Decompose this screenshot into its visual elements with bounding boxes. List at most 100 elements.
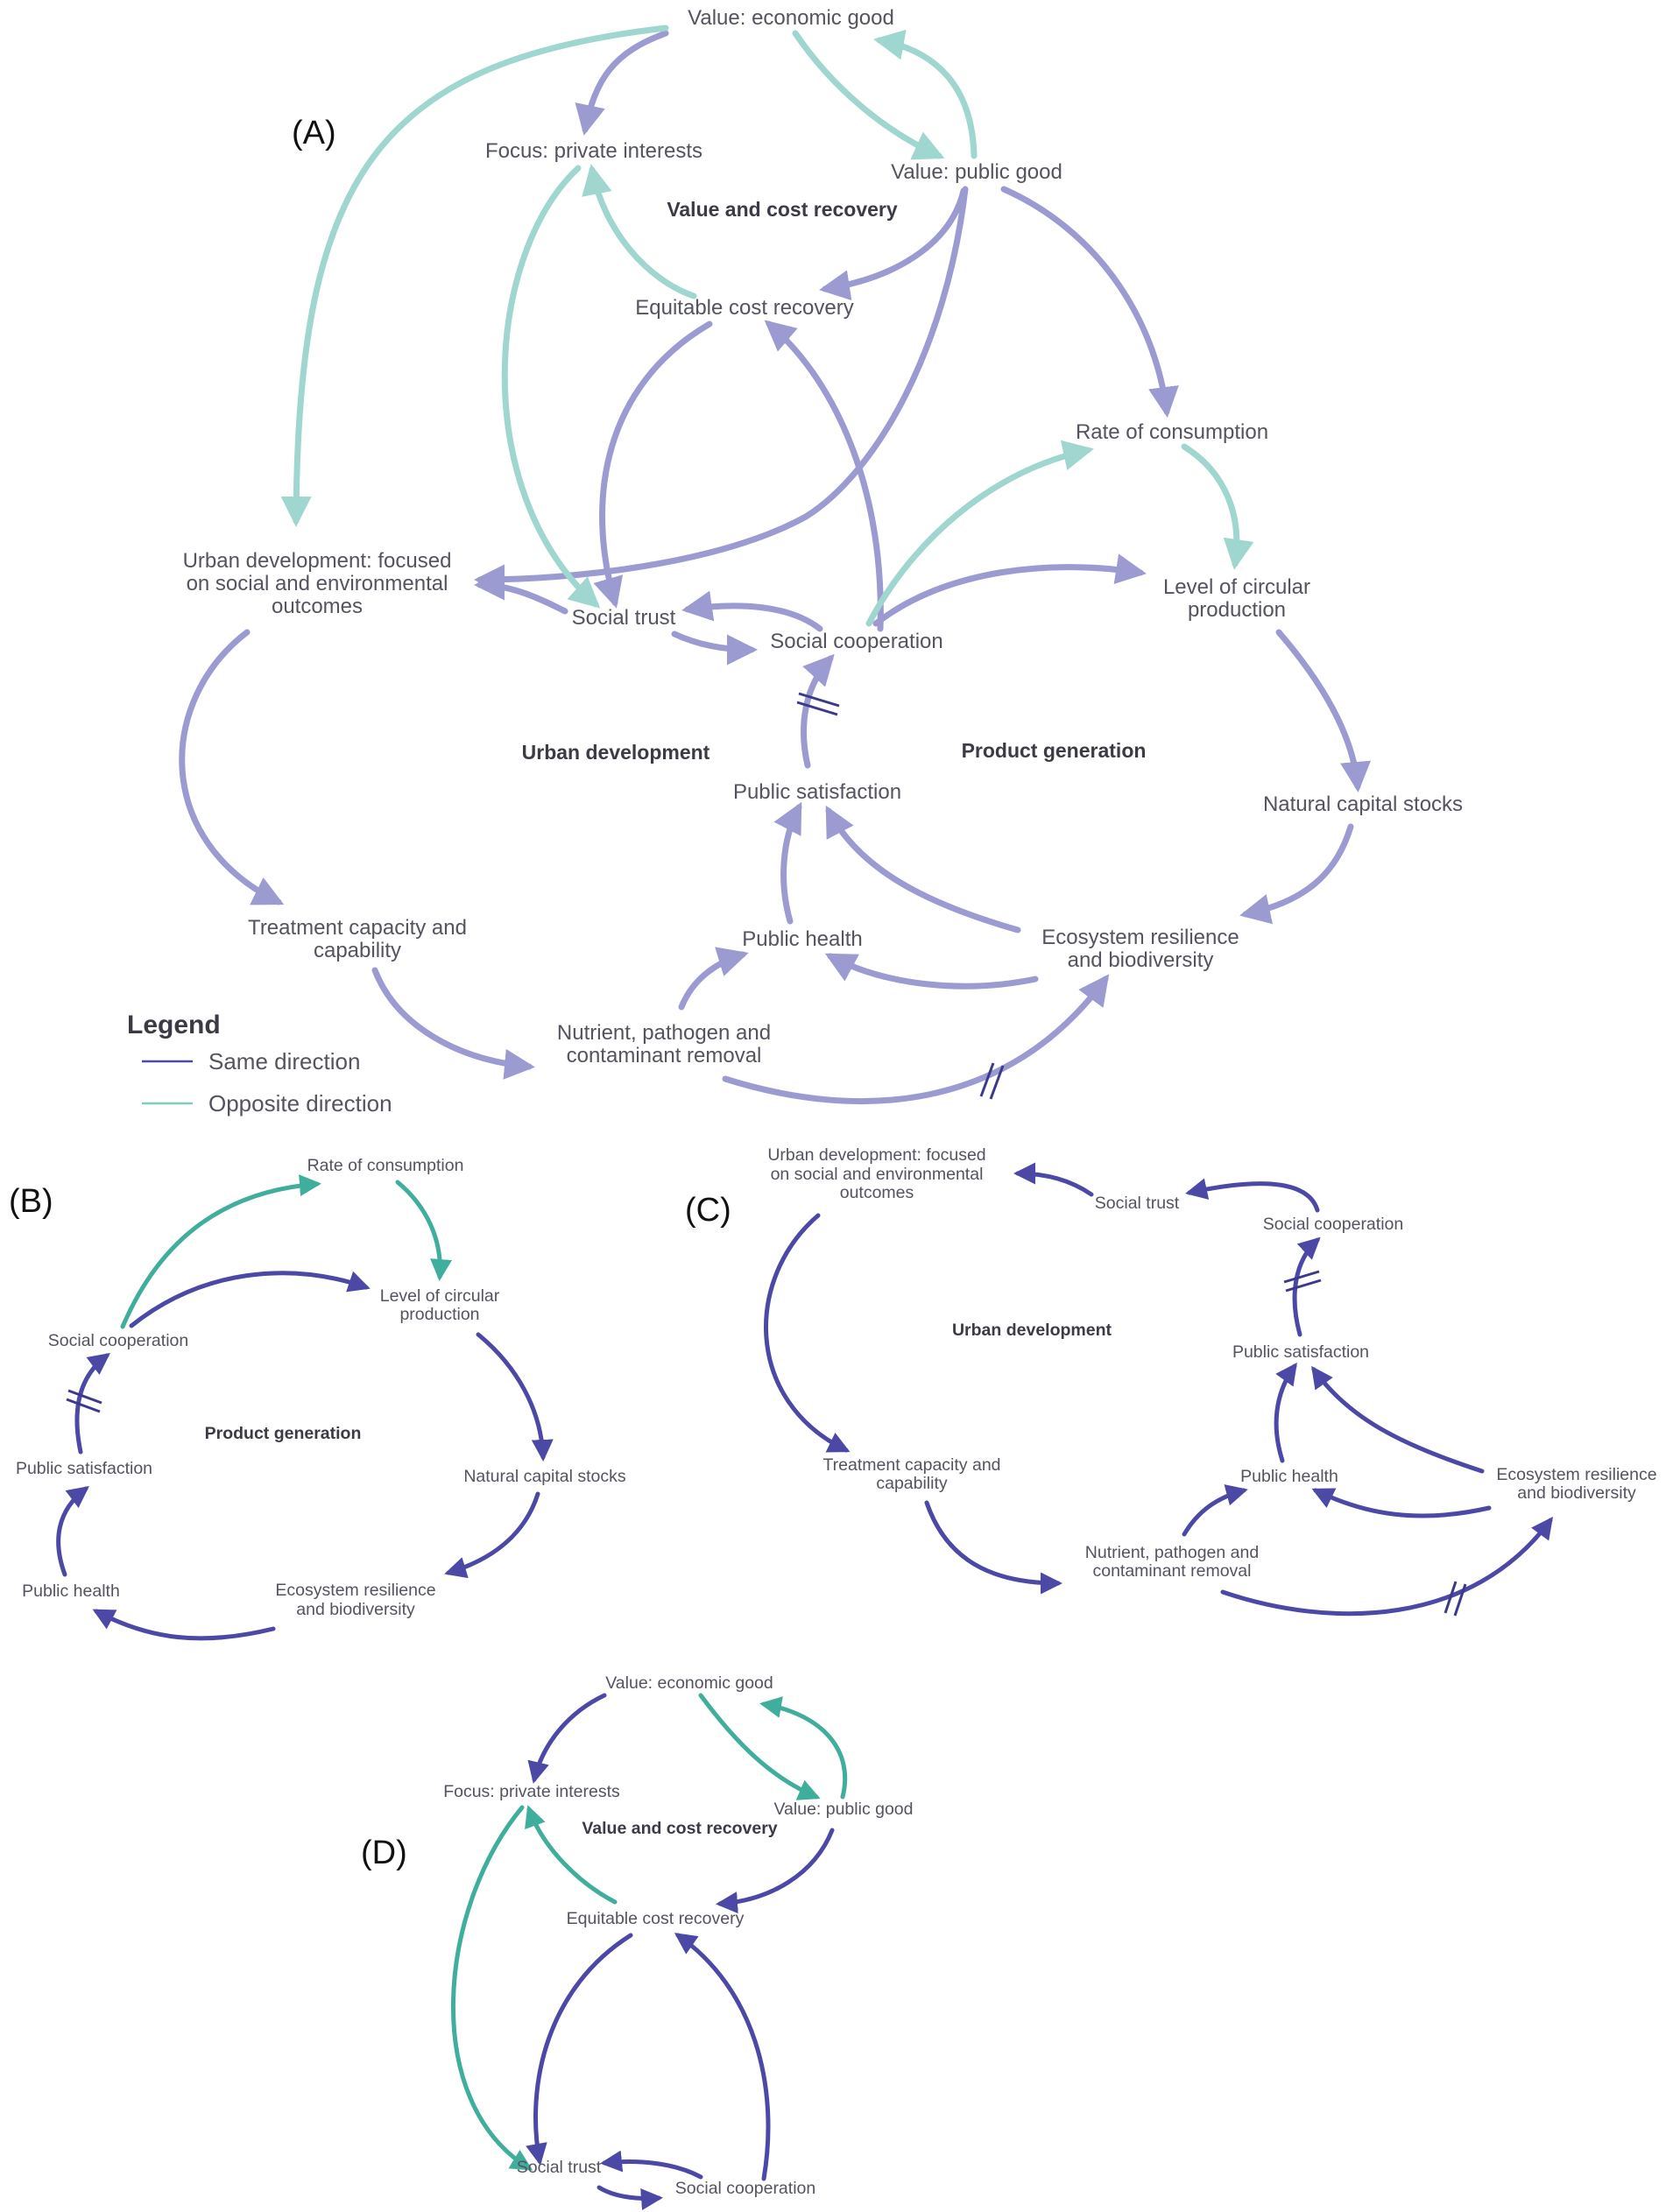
loop-c-urban: Urban development: [952, 1321, 1112, 1340]
loop-d-value: Value and cost recovery: [582, 1819, 777, 1838]
panel-c-labels: (C) Urban development: focused on social…: [685, 1145, 1657, 1581]
legend: Legend Same direction Opposite direction: [127, 1011, 392, 1117]
node-c-treatment-line1: Treatment capacity and: [822, 1455, 1000, 1475]
edge-a-coop-to-circular: [872, 553, 1147, 627]
edge-a-trust-to-coop: [671, 630, 758, 666]
panel-d-label: (D): [361, 1835, 407, 1871]
edge-a-ecosystem-to-health: [824, 953, 1039, 990]
node-a-ecosystem-line1: Ecosystem resilience: [1041, 926, 1239, 949]
edge-a-ecosystem-to-satisfaction: [825, 805, 1021, 933]
node-a-private-interests: Focus: private interests: [485, 139, 702, 163]
node-a-treatment-line1: Treatment capacity and: [248, 916, 467, 940]
edge-d-economic-to-public: [698, 1693, 821, 1800]
node-a-economic-good: Value: economic good: [688, 6, 894, 30]
edge-d-coop-to-trust: [600, 2150, 703, 2180]
node-c-urban-dev-line2: on social and environmental: [771, 1165, 984, 1184]
node-c-ecosystem-line2: and biodiversity: [1517, 1483, 1636, 1503]
panel-b-label: (B): [9, 1183, 53, 1220]
node-a-urban-dev-line2: on social and environmental: [187, 572, 448, 595]
node-c-public-health: Public health: [1240, 1467, 1338, 1486]
node-d-social-trust: Social trust: [517, 2158, 602, 2177]
edge-b-natural-to-ecosystem: [444, 1491, 540, 1579]
node-a-circular-line2: production: [1188, 598, 1286, 622]
panel-c-edges: [764, 1162, 1553, 1617]
node-a-public-health: Public health: [742, 927, 862, 951]
edge-a-treatment-to-removal: [371, 967, 535, 1080]
node-c-treatment-line2: capability: [876, 1474, 948, 1493]
node-b-public-health: Public health: [22, 1582, 120, 1601]
edge-d-economic-to-private: [527, 1693, 607, 1784]
edge-b-consumption-to-circular: [395, 1180, 453, 1281]
node-b-social-coop: Social cooperation: [48, 1331, 188, 1350]
node-d-public-good: Value: public good: [773, 1800, 913, 1819]
edge-b-coop-to-consumption: [120, 1174, 321, 1329]
edge-c-ecosystem-to-satisfaction: [1311, 1365, 1485, 1474]
node-b-consumption: Rate of consumption: [307, 1156, 464, 1175]
node-c-social-trust: Social trust: [1095, 1194, 1180, 1213]
edge-c-coop-to-trust: [1185, 1178, 1320, 1213]
edge-d-public-to-economic: [759, 1696, 848, 1800]
panel-b-edges: [56, 1174, 554, 1641]
node-a-ecosystem-line2: and biodiversity: [1068, 948, 1214, 972]
node-d-cost-recovery: Equitable cost recovery: [567, 1909, 745, 1928]
edge-c-trust-to-urban: [1013, 1162, 1094, 1197]
delay-marker-a-satisfaction-coop: [796, 692, 840, 716]
node-b-ecosystem-line2: and biodiversity: [296, 1600, 415, 1619]
panel-c-label: (C): [685, 1192, 731, 1229]
edge-c-treatment-to-removal: [924, 1500, 1062, 1595]
node-b-circular-line1: Level of circular: [380, 1286, 500, 1306]
edge-d-cost-to-trust: [526, 1933, 633, 2166]
edge-d-public-to-cost: [716, 1828, 835, 1914]
delay-marker-b-satisfaction-coop: [66, 1389, 102, 1413]
edge-a-private-to-trust: [501, 165, 601, 609]
edge-a-satisfaction-to-coop: [801, 653, 835, 769]
node-c-social-coop: Social cooperation: [1263, 1215, 1403, 1234]
panel-b: (B) Rate of consumption Level of circula…: [9, 1156, 626, 1641]
node-c-removal-line1: Nutrient, pathogen and: [1085, 1543, 1259, 1562]
edge-a-economic-to-public: [792, 30, 945, 160]
node-a-natural-capital: Natural capital stocks: [1263, 793, 1463, 816]
panel-d: (D) Value: economic good Focus: private …: [361, 1673, 914, 2210]
node-a-consumption: Rate of consumption: [1076, 420, 1268, 444]
loop-a-value: Value and cost recovery: [667, 198, 898, 221]
node-c-removal-line2: contaminant removal: [1092, 1561, 1251, 1581]
edge-d-trust-to-coop: [597, 2185, 663, 2210]
edge-d-cost-to-private: [525, 1805, 618, 1905]
edge-a-removal-to-health: [678, 947, 749, 1011]
edge-a-coop-to-consumption: [865, 440, 1094, 627]
panel-c: (C) Urban development: focused on social…: [685, 1145, 1657, 1617]
edge-a-trust-to-urban: [474, 569, 568, 615]
node-a-circular-line1: Level of circular: [1163, 575, 1310, 599]
edge-a-economic-to-urban: [280, 25, 669, 527]
legend-title: Legend: [127, 1011, 221, 1039]
edge-a-health-to-satisfaction: [773, 801, 802, 925]
panel-a-edges: [179, 25, 1372, 1105]
panel-a-labels: (A) Value: economic good Focus: private …: [183, 6, 1463, 1067]
node-c-urban-dev-line1: Urban development: focused: [767, 1145, 985, 1165]
edge-a-circular-to-natural: [1275, 629, 1372, 793]
node-a-social-coop: Social cooperation: [770, 630, 942, 653]
node-a-urban-dev-line3: outcomes: [272, 595, 363, 618]
node-b-ecosystem-line1: Ecosystem resilience: [275, 1581, 435, 1600]
panel-d-labels: (D) Value: economic good Focus: private …: [361, 1673, 914, 2198]
loop-a-product: Product generation: [962, 739, 1147, 762]
node-d-economic-good: Value: economic good: [605, 1673, 773, 1693]
edge-d-coop-to-cost: [674, 1933, 771, 2181]
edge-c-urban-to-treatment: [764, 1213, 851, 1453]
node-b-satisfaction: Public satisfaction: [16, 1459, 152, 1478]
node-d-social-coop: Social cooperation: [675, 2179, 815, 2198]
node-b-circular-line2: production: [399, 1305, 479, 1324]
delay-marker-a-removal-ecosystem: [979, 1062, 1005, 1100]
edge-c-health-to-satisfaction: [1274, 1362, 1297, 1463]
edge-c-satisfaction-to-coop: [1292, 1236, 1321, 1337]
edge-c-ecosystem-to-health: [1311, 1488, 1492, 1518]
edge-a-coop-to-trust: [681, 590, 823, 632]
panel-a-label: (A): [292, 115, 336, 151]
node-a-removal-line1: Nutrient, pathogen and: [557, 1021, 771, 1045]
delay-marker-c-removal-ecosystem: [1444, 1581, 1467, 1617]
node-a-treatment-line2: capability: [314, 939, 401, 962]
delay-marker-c-satisfaction-coop: [1283, 1270, 1322, 1293]
edge-b-coop-to-circular: [129, 1271, 371, 1328]
edge-a-cost-to-social-trust: [593, 321, 713, 609]
